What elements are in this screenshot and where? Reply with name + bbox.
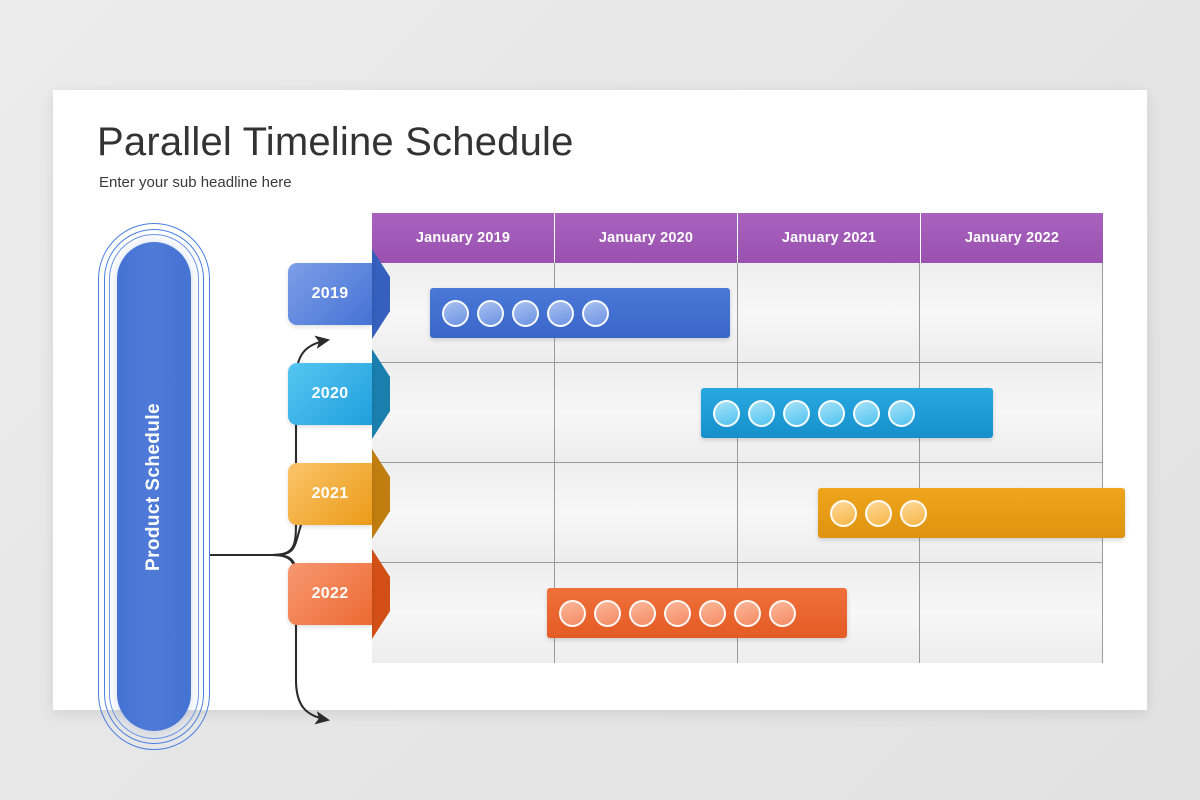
milestone-dot [769,599,797,627]
grid-cell [920,563,1103,663]
timeline-column-header: January 2022 [921,213,1103,263]
milestone-dot [864,499,892,527]
milestone-dot [734,599,762,627]
timeline-body: 2019 2020 [288,249,1125,750]
task-bar-2021[interactable] [817,488,1125,538]
year-tab-2021[interactable]: 2021 [288,449,390,539]
year-tab-2019[interactable]: 2019 [288,249,390,339]
year-tab-label: 2019 [288,263,372,325]
capsule-outer-ring [98,223,210,750]
milestone-dot [782,399,810,427]
page-title: Parallel Timeline Schedule [97,120,574,164]
year-tab-label: 2022 [288,563,372,625]
capsule-label: Product Schedule [143,402,164,571]
task-bar-2020[interactable] [700,388,994,438]
milestone-dot [817,399,845,427]
grid-cell [372,463,555,562]
grid-cell [737,263,921,362]
timeline-column-header: January 2019 [372,213,555,263]
year-tab-label: 2021 [288,463,372,525]
year-tab-arrow [372,249,390,339]
task-bar-2019[interactable] [430,288,731,338]
milestone-dot [664,599,692,627]
capsule-inner-ring [109,234,199,739]
timeline-column-header: January 2021 [738,213,921,263]
grid-cell [920,263,1103,362]
year-tab-2020[interactable]: 2020 [288,349,390,439]
milestone-dot [442,299,470,327]
timeline-row: 2019 [288,249,1103,363]
task-bar-2022[interactable] [547,588,848,638]
grid-cell [372,563,555,663]
timeline-row: 2020 [288,349,1103,463]
milestone-dot [594,599,622,627]
year-tab-arrow [372,349,390,439]
product-schedule-capsule[interactable]: Product Schedule [98,223,210,750]
timeline-column-header: January 2020 [555,213,738,263]
year-tab-arrow [372,549,390,639]
year-tab-label: 2020 [288,363,372,425]
milestone-dot [512,299,540,327]
milestone-dot [547,299,575,327]
year-tab-arrow [372,449,390,539]
grid-cell [372,363,555,462]
connector-branch-2022 [271,553,331,725]
timeline-row: 2022 [288,549,1103,663]
milestone-dot [582,299,610,327]
timeline-header-row: January 2019 January 2020 January 2021 J… [372,213,1103,263]
slide-canvas: Parallel Timeline Schedule Enter your su… [53,90,1147,750]
milestone-dot [629,599,657,627]
milestone-dot [829,499,857,527]
capsule-fill: Product Schedule [117,242,191,731]
milestone-dot [747,399,775,427]
connector-arrows [210,335,333,725]
grid-cell [554,463,738,562]
capsule-middle-ring [104,229,204,744]
timeline-grid: January 2019 January 2020 January 2021 J… [288,213,1125,750]
milestone-dot [559,599,587,627]
milestone-dot [887,399,915,427]
milestone-dot [712,399,740,427]
milestone-dot [899,499,927,527]
page-subtitle: Enter your sub headline here [99,174,292,191]
milestone-dot [699,599,727,627]
timeline-row: 2021 [288,449,1125,563]
year-tab-2022[interactable]: 2022 [288,549,390,639]
milestone-dot [852,399,880,427]
milestone-dot [477,299,505,327]
